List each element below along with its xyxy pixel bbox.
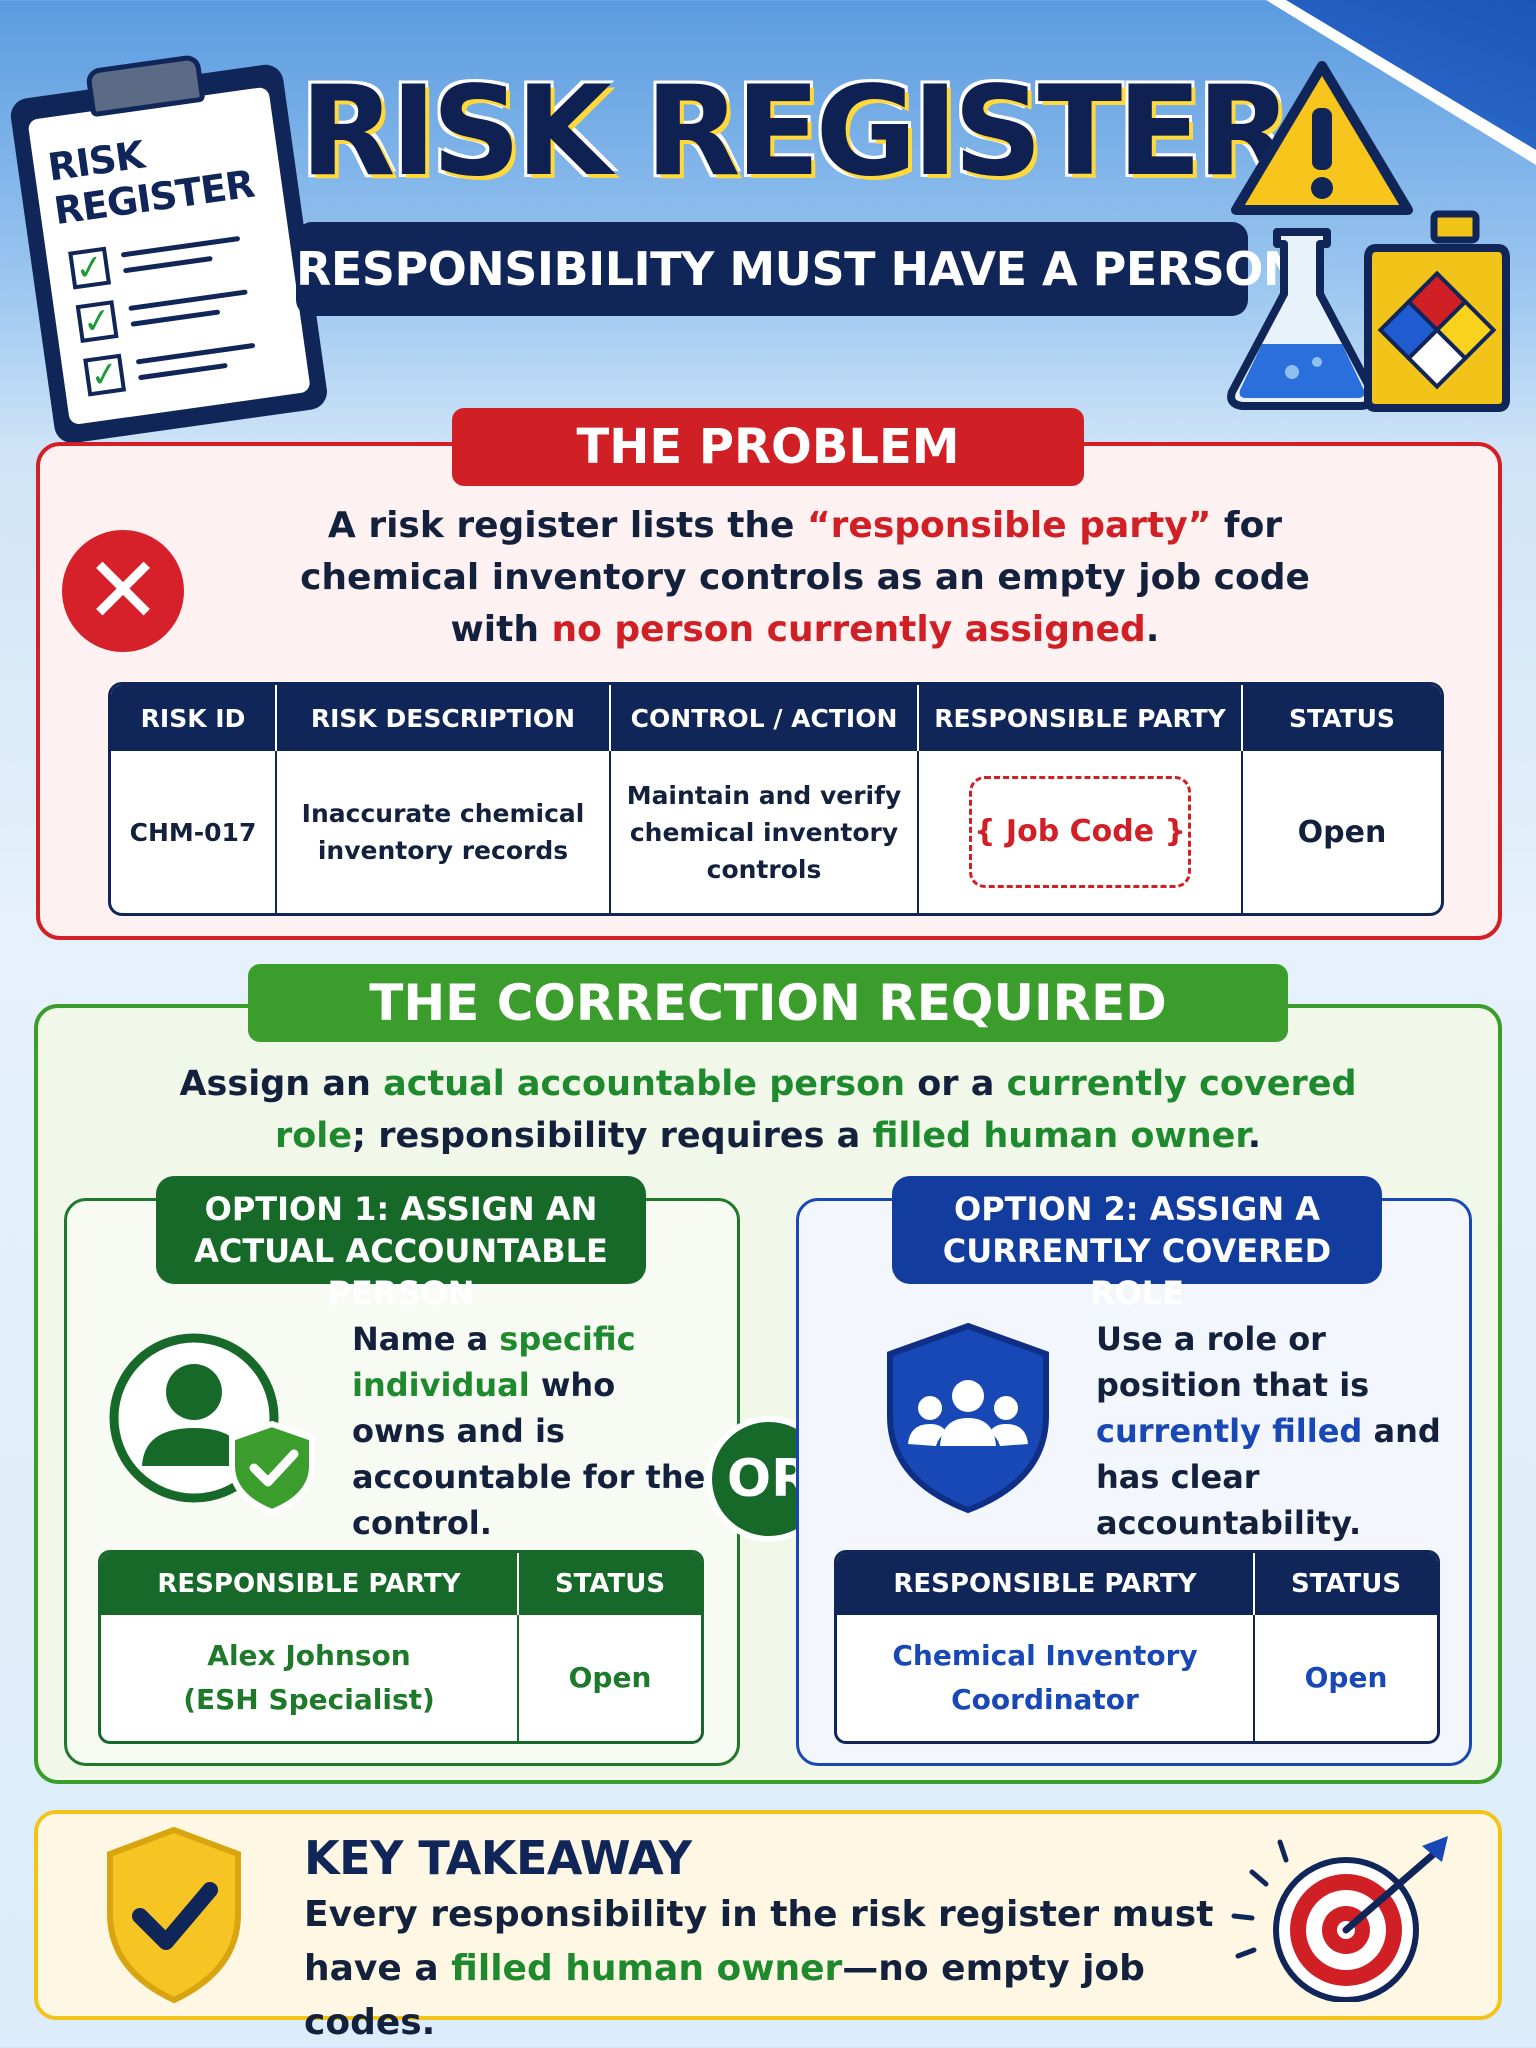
table-header-row: RESPONSIBLE PARTY STATUS	[837, 1553, 1437, 1615]
takeaway-panel	[34, 1810, 1502, 2020]
option2-banner-line2: CURRENTLY COVERED ROLE	[942, 1232, 1332, 1312]
status-cell: Open	[568, 1661, 652, 1694]
option1-highlight: specific individual	[352, 1320, 636, 1404]
responsible-title: (ESH Specialist)	[183, 1683, 435, 1716]
option2-banner: OPTION 2: ASSIGN A CURRENTLY COVERED ROL…	[892, 1176, 1382, 1312]
option1-text-part: Name a	[352, 1320, 500, 1358]
target-icon	[1231, 1836, 1448, 2002]
table-row: Alex Johnson (ESH Specialist) Open	[101, 1615, 701, 1741]
option2-description: Use a role or position that is currently…	[1096, 1316, 1466, 1546]
warning-icon	[1231, 61, 1413, 215]
table-row: CHM-017 Inaccurate chemical inventory re…	[111, 751, 1441, 913]
correction-highlight: filled human owner	[872, 1116, 1248, 1156]
status-cell: Open	[1304, 1661, 1388, 1694]
option2-banner-line1: OPTION 2: ASSIGN A	[954, 1190, 1320, 1228]
column-header: RESPONSIBLE PARTY	[837, 1553, 1255, 1615]
flask-icon	[1227, 228, 1377, 410]
option1-banner-line2: ACTUAL ACCOUNTABLE PERSON	[194, 1232, 608, 1312]
responsible-party-cell: { Job Code }	[919, 751, 1243, 913]
problem-table: RISK ID RISK DESCRIPTION CONTROL / ACTIO…	[108, 682, 1444, 916]
risk-description-cell: Inaccurate chemical inventory records	[277, 751, 611, 913]
problem-highlight: no person currently assigned	[551, 609, 1146, 650]
correction-highlight: actual accountable person	[383, 1064, 906, 1104]
chemical-jug-icon	[1364, 210, 1510, 412]
status-cell: Open	[1297, 814, 1387, 850]
option1-table: RESPONSIBLE PARTY STATUS Alex Johnson (E…	[98, 1550, 704, 1744]
column-header: RISK ID	[111, 685, 277, 751]
responsible-name: Alex Johnson	[207, 1639, 411, 1672]
column-header: STATUS	[1243, 685, 1441, 751]
option2-text-part: and has clear accountability.	[1096, 1412, 1441, 1542]
column-header: STATUS	[1255, 1553, 1437, 1615]
problem-highlight: “responsible party”	[807, 505, 1212, 546]
checkmark-icon: ✓	[75, 300, 119, 343]
column-header: STATUS	[519, 1553, 701, 1615]
clipboard-line	[137, 362, 228, 381]
column-header: CONTROL / ACTION	[611, 685, 919, 751]
risk-id-cell: CHM-017	[111, 751, 277, 913]
clipboard-line	[130, 309, 221, 327]
checkmark-icon: ✓	[68, 246, 112, 290]
responsible-party-cell: Alex Johnson (ESH Specialist)	[101, 1615, 519, 1741]
takeaway-highlight: filled human owner	[451, 1948, 843, 1989]
x-icon: ✕	[62, 530, 184, 652]
page-title: RISK REGISTER	[300, 60, 1292, 204]
table-header-row: RISK ID RISK DESCRIPTION CONTROL / ACTIO…	[111, 685, 1441, 751]
option2-text-part: Use a role or position that is	[1096, 1320, 1370, 1404]
takeaway-text-part: Every responsibility in the risk registe…	[304, 1894, 1214, 1989]
table-header-row: RESPONSIBLE PARTY STATUS	[101, 1553, 701, 1615]
option1-banner: OPTION 1: ASSIGN AN ACTUAL ACCOUNTABLE P…	[156, 1176, 646, 1312]
correction-text-part: or a	[905, 1064, 1007, 1104]
group-shield-icon	[887, 1322, 1049, 1514]
table-row: Chemical Inventory Coordinator Open	[837, 1615, 1437, 1741]
clipboard-icon: RISK REGISTER ✓ ✓ ✓	[6, 43, 330, 446]
correction-description: Assign an actual accountable person or a…	[150, 1058, 1386, 1162]
problem-text-part: .	[1145, 609, 1160, 650]
problem-text-part: A risk register lists the	[327, 505, 807, 546]
clipboard-line	[122, 255, 213, 274]
responsible-role-line1: Chemical Inventory	[892, 1639, 1198, 1672]
correction-text-part: .	[1247, 1116, 1261, 1156]
takeaway-text: Every responsibility in the risk registe…	[304, 1888, 1224, 2048]
check-shield-icon	[107, 1826, 241, 2004]
option2-table: RESPONSIBLE PARTY STATUS Chemical Invent…	[834, 1550, 1440, 1744]
responsible-role-line2: Coordinator	[951, 1683, 1139, 1716]
page-subtitle: RESPONSIBILITY MUST HAVE A PERSON	[296, 222, 1301, 316]
option1-text-part: who owns and is accountable for the cont…	[352, 1366, 706, 1542]
correction-highlight: currently covered role	[274, 1064, 1357, 1156]
job-code-placeholder: { Job Code }	[969, 776, 1191, 888]
correction-text-part: ; responsibility requires a	[352, 1116, 873, 1156]
option2-highlight: currently filled	[1096, 1412, 1363, 1450]
column-header: RISK DESCRIPTION	[277, 685, 611, 751]
option1-banner-line1: OPTION 1: ASSIGN AN	[204, 1190, 598, 1228]
person-shield-icon	[109, 1333, 315, 1516]
control-action-cell: Maintain and verify chemical inventory c…	[611, 751, 919, 913]
problem-banner: THE PROBLEM	[452, 408, 1084, 486]
correction-text-part: Assign an	[179, 1064, 384, 1104]
column-header: RESPONSIBLE PARTY	[919, 685, 1243, 751]
option1-description: Name a specific individual who owns and …	[352, 1316, 712, 1546]
takeaway-title: KEY TAKEAWAY	[304, 1831, 692, 1885]
column-header: RESPONSIBLE PARTY	[101, 1553, 519, 1615]
problem-text-part: for chemical inventory controls as an em…	[300, 505, 1310, 650]
checkmark-icon: ✓	[83, 353, 127, 397]
responsible-party-cell: Chemical Inventory Coordinator	[837, 1615, 1255, 1741]
takeaway-text-part: —no empty job codes.	[304, 1948, 1145, 2043]
problem-description: A risk register lists the “responsible p…	[300, 500, 1310, 656]
correction-banner: THE CORRECTION REQUIRED	[248, 964, 1288, 1042]
